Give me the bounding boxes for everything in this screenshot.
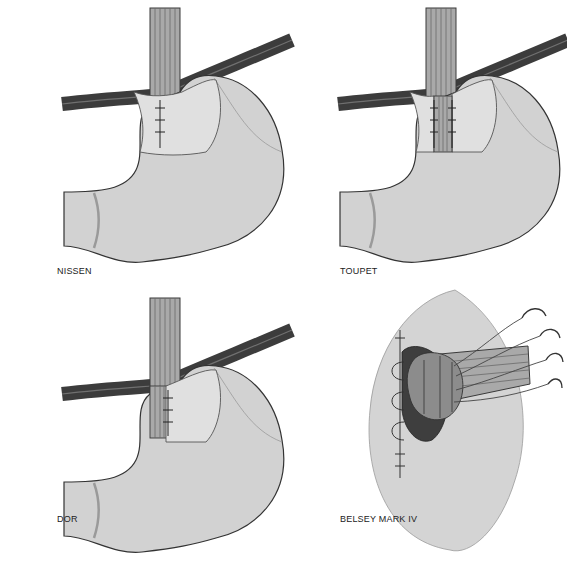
fundic-wrap (407, 353, 463, 420)
sutures (163, 390, 173, 436)
panel-label: DOR (57, 514, 78, 525)
suture-loops (392, 362, 404, 440)
sutures (430, 100, 456, 148)
panel-label: BELSEY MARK IV (340, 514, 417, 525)
belsey-illustration (369, 290, 563, 551)
esophagus (150, 386, 168, 438)
esophagus (434, 96, 452, 152)
sutures (155, 108, 165, 132)
nissen-illustration (62, 8, 292, 262)
esophagus-muscle-lines (155, 386, 164, 438)
fundic-wrap-right (452, 80, 497, 152)
esophagus-muscle-lines (439, 96, 447, 152)
crural-stitches (395, 338, 405, 466)
toupet-illustration (338, 8, 567, 262)
panel-label: TOUPET (340, 266, 378, 277)
dor-illustration (62, 298, 292, 552)
suture-needles (522, 309, 563, 388)
stomach-base (62, 298, 292, 552)
stomach-base (338, 8, 567, 262)
fundic-wrap (166, 370, 221, 442)
suture-threads (454, 318, 548, 402)
panel-label: NISSEN (57, 266, 92, 277)
diaphragm-surface (369, 290, 523, 551)
suture-line (160, 100, 161, 148)
fundic-wrap-left (410, 92, 434, 152)
wrap-sutures (424, 356, 452, 418)
stomach-base (62, 8, 292, 262)
fundic-wrap (134, 80, 221, 155)
crural-suture-line (400, 330, 401, 478)
